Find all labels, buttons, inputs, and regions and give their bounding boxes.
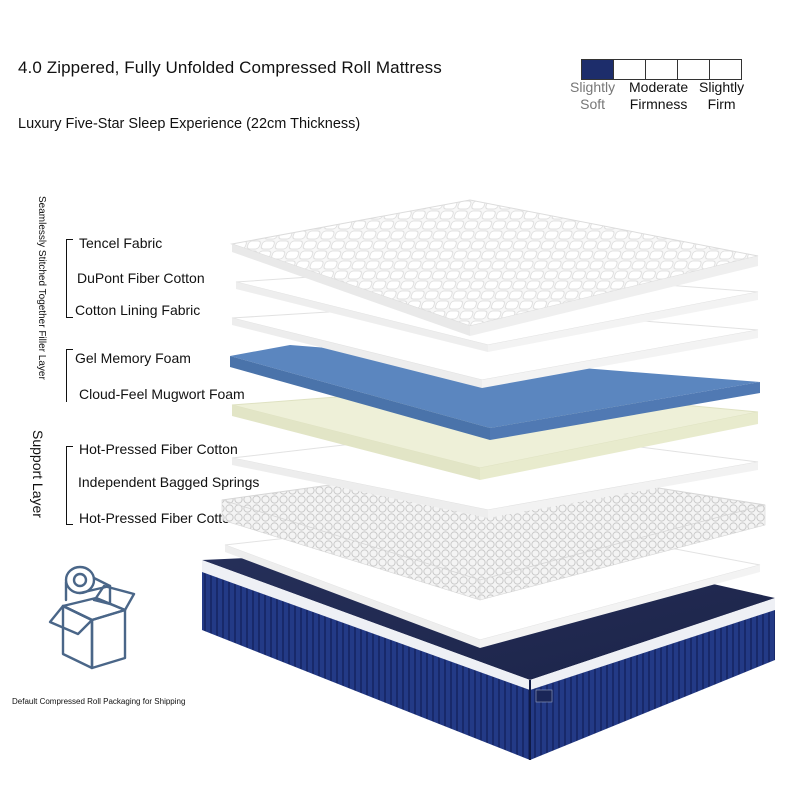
firmness-cell-5 xyxy=(709,59,742,80)
layer-gel-foam xyxy=(230,345,760,428)
firmness-label-soft: Slightly Soft xyxy=(570,79,616,112)
mattress-base xyxy=(202,545,775,760)
page-title: 4.0 Zippered, Fully Unfolded Compressed … xyxy=(18,58,442,77)
filler-group-label: Seamlessly Stitched Together Filler Laye… xyxy=(36,196,47,380)
layer-mugwort-foam xyxy=(231,385,759,469)
firmness-cell-4 xyxy=(677,59,710,80)
layer-label-tencel: Tencel Fabric xyxy=(79,235,163,251)
layer-label-mugwort-foam: Cloud-Feel Mugwort Foam xyxy=(79,386,245,402)
layer-label-hot-pressed-bottom: Hot-Pressed Fiber Cotton xyxy=(79,510,238,526)
firmness-cell-2 xyxy=(613,59,646,80)
bracket-fabric xyxy=(66,239,73,318)
shipping-caption: Default Compressed Roll Packaging for Sh… xyxy=(12,697,186,706)
layer-label-dupont: DuPont Fiber Cotton xyxy=(77,270,205,286)
layer-springs xyxy=(221,461,766,581)
bracket-support xyxy=(66,446,73,525)
firmness-cell-1 xyxy=(581,59,614,80)
layer-label-springs: Independent Bagged Springs xyxy=(78,474,260,490)
layer-label-gel-foam: Gel Memory Foam xyxy=(75,350,191,366)
support-group-label: Support Layer xyxy=(30,430,46,518)
page-subtitle: Luxury Five-Star Sleep Experience (22cm … xyxy=(18,116,361,132)
firmness-scale-cells xyxy=(581,59,742,80)
layer-dupont xyxy=(235,267,759,346)
layer-hot-pressed-top xyxy=(231,427,759,511)
layer-tencel xyxy=(230,199,759,327)
bracket-foam xyxy=(66,349,73,402)
layer-label-cotton-lining: Cotton Lining Fabric xyxy=(75,302,201,318)
layer-label-hot-pressed-top: Hot-Pressed Fiber Cotton xyxy=(79,441,238,457)
firmness-cell-3 xyxy=(645,59,678,80)
layer-hot-pressed-bottom xyxy=(224,514,761,641)
firmness-label-firm: Slightly Firm xyxy=(699,79,745,112)
layer-cotton-lining xyxy=(231,304,759,381)
firmness-label-moderate: Moderate Firmness xyxy=(629,79,689,112)
